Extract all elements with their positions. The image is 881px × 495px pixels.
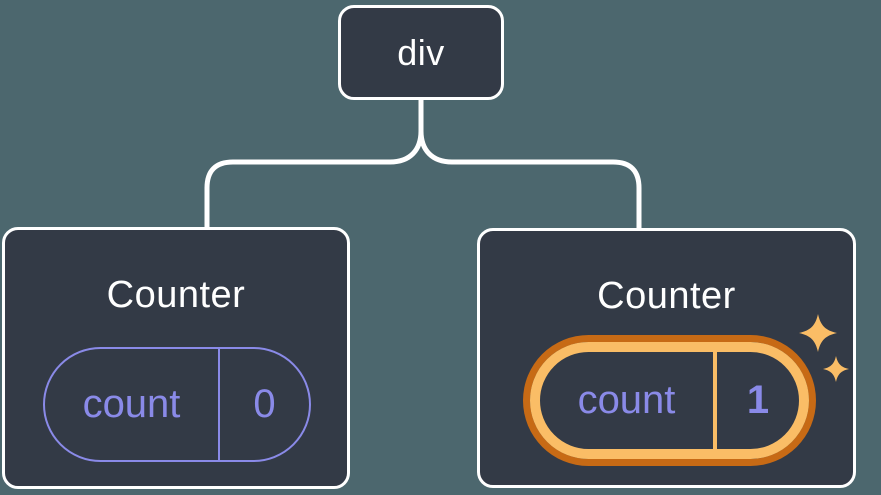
root-node-div: div bbox=[338, 5, 504, 100]
counter-title: Counter bbox=[597, 275, 736, 317]
root-node-label: div bbox=[397, 31, 445, 73]
counter-node-right: Counter count 1 bbox=[477, 228, 856, 488]
state-key-label: count bbox=[82, 382, 181, 426]
pill-divider bbox=[713, 352, 717, 449]
state-pill: count 0 bbox=[43, 347, 311, 462]
counter-title: Counter bbox=[106, 274, 246, 316]
state-key-label: count bbox=[577, 378, 676, 422]
state-value: 1 bbox=[746, 378, 770, 422]
sparkles-icon bbox=[799, 314, 849, 382]
state-value: 0 bbox=[253, 382, 276, 426]
pill-divider bbox=[218, 349, 220, 460]
counter-node-left: Counter count 0 bbox=[2, 227, 350, 489]
state-pill-highlighted: count 1 bbox=[530, 342, 809, 459]
